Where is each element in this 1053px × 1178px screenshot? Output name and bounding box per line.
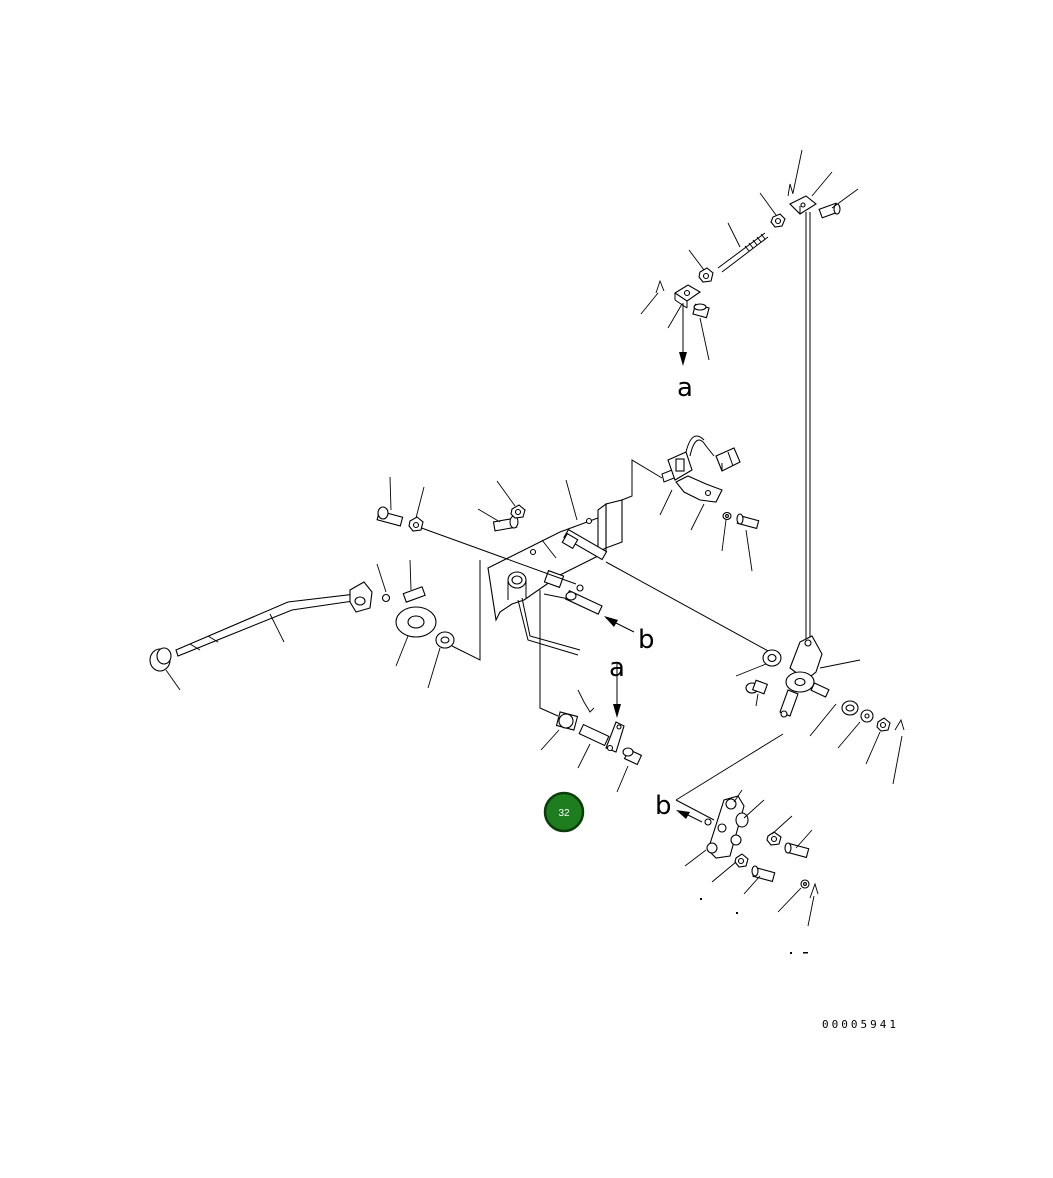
lower-clevis-icon bbox=[673, 284, 702, 309]
shaft-icon bbox=[578, 723, 610, 747]
stud-icon bbox=[561, 528, 608, 561]
cotter-pin-icon bbox=[894, 718, 905, 731]
bushing-icon bbox=[435, 631, 455, 649]
clevis-pin-icon bbox=[692, 303, 710, 319]
top-rod-assembly bbox=[655, 183, 841, 366]
bolt-icon bbox=[736, 513, 760, 530]
arm-icon bbox=[605, 721, 625, 753]
bolt-icon bbox=[751, 865, 776, 883]
washer-icon bbox=[860, 709, 874, 723]
nut-icon bbox=[698, 267, 714, 283]
grease-fitting-icon bbox=[622, 747, 643, 766]
leader-lines-left bbox=[165, 476, 578, 691]
washer-icon bbox=[395, 606, 437, 638]
connector-icon bbox=[715, 447, 741, 472]
badge-number: 32 bbox=[558, 808, 570, 819]
stud-icon bbox=[564, 584, 603, 615]
control-lever-icon bbox=[175, 581, 391, 657]
top-clevis-icon bbox=[789, 195, 817, 215]
nut-icon bbox=[766, 831, 782, 846]
nut-icon bbox=[770, 213, 786, 228]
bolt-icon bbox=[376, 506, 404, 527]
sensor-icon bbox=[661, 435, 715, 483]
nut-icon bbox=[876, 717, 891, 732]
grease-fitting-icon bbox=[745, 679, 769, 695]
leader-lines-right bbox=[675, 659, 903, 801]
knob-icon bbox=[149, 647, 172, 672]
washer-icon bbox=[800, 879, 810, 889]
link-assembly bbox=[675, 795, 819, 899]
ref-letter-a-mid: a bbox=[609, 653, 625, 683]
ref-letter-b-mid: b bbox=[638, 625, 655, 655]
washer-icon bbox=[722, 511, 732, 521]
ref-letter-b-low: b bbox=[655, 791, 672, 821]
lower-arm-assembly bbox=[540, 664, 643, 793]
specks bbox=[700, 898, 808, 954]
bolt-icon bbox=[784, 842, 810, 859]
bushing-icon bbox=[555, 711, 579, 731]
bushing-icon bbox=[841, 700, 859, 716]
figure-number-badge[interactable]: 32 bbox=[543, 791, 585, 833]
vertical-link-rod bbox=[805, 212, 811, 640]
outline-frame-lines bbox=[451, 459, 663, 717]
nut-icon bbox=[510, 504, 526, 519]
sensor-bracket-icon bbox=[675, 475, 723, 503]
nut-icon bbox=[408, 516, 424, 532]
link-lines bbox=[415, 525, 771, 653]
nut-icon bbox=[734, 853, 749, 868]
leader-lines-bottom bbox=[684, 789, 815, 927]
leader-lines-sensor bbox=[659, 489, 753, 572]
bolt-icon bbox=[402, 586, 426, 603]
link-plate-icon bbox=[704, 795, 749, 859]
sensor-assembly bbox=[661, 435, 760, 530]
arrow-to-b-icon bbox=[604, 616, 635, 633]
document-number: 00005941 bbox=[822, 1018, 899, 1031]
bolt-icon bbox=[492, 515, 519, 532]
cotter-pin-icon bbox=[809, 882, 819, 899]
clevis-pin-icon bbox=[818, 202, 841, 219]
threaded-rod-icon bbox=[717, 232, 769, 273]
bell-crank-icon bbox=[779, 635, 830, 718]
leader-lines-top bbox=[640, 149, 859, 361]
ref-letter-a-top: a bbox=[677, 373, 693, 403]
bushing-icon bbox=[762, 649, 782, 667]
arrow-to-b-icon bbox=[676, 810, 703, 823]
